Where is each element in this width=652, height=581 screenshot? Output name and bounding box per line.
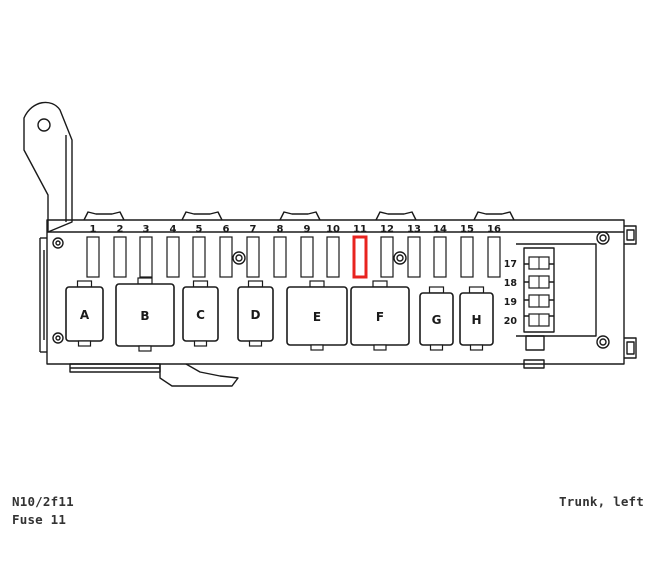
side-fuse-number-20: 20 (504, 316, 518, 327)
fuse-number-3: 3 (143, 224, 150, 235)
right-mounts (624, 225, 637, 359)
relay-g: G (419, 286, 454, 351)
fuse-number-9: 9 (304, 224, 311, 235)
fuse-3 (139, 236, 153, 278)
top-clips (83, 211, 515, 221)
relay-e: E (286, 280, 348, 351)
screw-holes (52, 231, 610, 349)
fuse-15 (460, 236, 474, 278)
side-connector (516, 243, 597, 369)
fuse-number-5: 5 (196, 224, 203, 235)
fuse-11-highlighted (352, 235, 368, 279)
fuse-number-12: 12 (380, 224, 394, 235)
fuse-number-1: 1 (90, 224, 97, 235)
relays: A B C D E F G H (65, 277, 494, 352)
relay-d: D (237, 280, 274, 347)
relay-label-g: G (432, 313, 442, 327)
fuse-number-16: 16 (487, 224, 501, 235)
fuse-5 (192, 236, 206, 278)
fuse-14 (433, 236, 447, 278)
fuse-number-10: 10 (326, 224, 340, 235)
relay-label-h: H (471, 313, 481, 327)
fuse-number-6: 6 (223, 224, 230, 235)
relay-f: F (350, 280, 410, 351)
relay-c: C (182, 280, 219, 347)
fuse-number-11: 11 (353, 224, 367, 235)
fuse-number-4: 4 (170, 224, 177, 235)
fuse-12 (380, 236, 394, 278)
fuse-number-14: 14 (433, 224, 447, 235)
fuse-7 (246, 236, 260, 278)
relay-h: H (459, 286, 494, 351)
fuse-number-15: 15 (460, 224, 474, 235)
relay-a: A (65, 280, 104, 347)
mounting-bracket (23, 101, 73, 233)
side-fuse-number-19: 19 (504, 297, 517, 308)
side-fuses: 17 18 19 20 (504, 256, 550, 327)
fuse-4 (166, 236, 180, 278)
fuse-8 (273, 236, 287, 278)
relay-b: B (115, 277, 175, 352)
relay-label-c: C (196, 308, 205, 322)
fuse-6 (219, 236, 233, 278)
fuse-number-8: 8 (277, 224, 284, 235)
fuse-number-2: 2 (117, 224, 124, 235)
fuse-16 (487, 236, 501, 278)
fuse-row (86, 235, 501, 279)
fuse-1 (86, 236, 100, 278)
fuse-2 (113, 236, 127, 278)
side-fuse-number-17: 17 (504, 259, 517, 270)
fuse-number-13: 13 (407, 224, 421, 235)
side-fuse-number-18: 18 (504, 278, 518, 289)
fuse-label: Fuse 11 (12, 512, 67, 527)
relay-label-a: A (80, 308, 90, 322)
fuse-9 (300, 236, 314, 278)
relay-label-b: B (140, 309, 149, 323)
fuse-10 (326, 236, 340, 278)
relay-label-f: F (376, 310, 384, 324)
relay-label-e: E (313, 310, 321, 324)
relay-label-d: D (251, 308, 261, 322)
fuse-box-housing (39, 219, 625, 387)
location-label: Trunk, left (559, 494, 644, 509)
fuse-13 (407, 236, 421, 278)
fuse-number-7: 7 (250, 224, 257, 235)
component-code: N10/2f11 (12, 494, 74, 509)
